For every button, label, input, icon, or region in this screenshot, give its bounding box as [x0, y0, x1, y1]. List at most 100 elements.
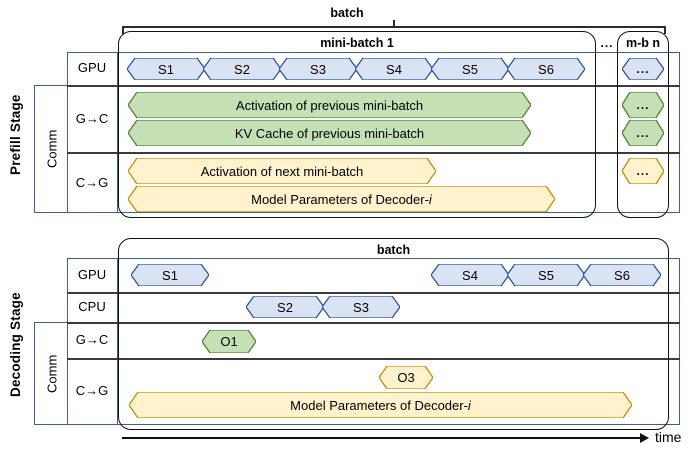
decoding-gpu-stage-s5[interactable]: S5 [507, 264, 585, 286]
prefill-c2g-bar-activation-next-label: Activation of next mini-batch [200, 163, 364, 179]
decoding-comm-label: Comm [44, 354, 60, 393]
prefill-row-divider-2 [67, 152, 680, 154]
decoding-batch-title: batch [376, 243, 411, 257]
decoding-row-label-cpu: CPU [78, 299, 106, 314]
prefill-c2g-bar-activation-next[interactable]: Activation of next mini-batch [128, 158, 436, 184]
decoding-gpu-stage-s6-label: S6 [614, 267, 630, 283]
hexagon-shape [379, 366, 433, 389]
prefill-gpu-stage-s6[interactable]: S6 [507, 58, 585, 80]
decoding-label-column-divider [117, 258, 119, 425]
prefill-mbn-g2c-item-2[interactable]: ... [622, 120, 664, 146]
decoding-c2g-bar-model-params-label: Model Parameters of Decoder-i [290, 397, 471, 413]
chevron-shape [128, 186, 555, 212]
prefill-gpu-stage-s6-label: S6 [538, 61, 554, 77]
prefill-g2c-bar-activation-label: Activation of previous mini-batch [235, 97, 424, 113]
decoding-gpu-stage-s5-label: S5 [538, 267, 554, 283]
prefill-mbn-gpu-item[interactable]: ... [622, 58, 664, 80]
bracket-left-end [122, 26, 124, 34]
prefill-minibatch1-box [118, 31, 596, 218]
decoding-gpu-stage-s1-label: S1 [162, 267, 178, 283]
chevron-shape [129, 392, 632, 418]
chevron-shape [128, 120, 531, 146]
chevron-shape [355, 58, 433, 80]
prefill-mbn-c2g-item-label: ... [636, 164, 650, 178]
decoding-c2g-bar-model-params[interactable]: Model Parameters of Decoder-i [129, 392, 632, 418]
prefill-g2c-bar-kvcache[interactable]: KV Cache of previous mini-batch [128, 120, 531, 146]
decoding-table-frame [67, 258, 680, 425]
decoding-gpu-stage-s4[interactable]: S4 [431, 264, 509, 286]
chevron-shape [127, 58, 205, 80]
decoding-cpu-stage-s2-label: S2 [277, 299, 293, 315]
prefill-gpu-stage-s2-label: S2 [234, 61, 250, 77]
prefill-row-divider-1 [67, 85, 680, 87]
chevron-shape [431, 58, 509, 80]
time-axis-label: time [655, 429, 682, 445]
decoding-cpu-stage-s2[interactable]: S2 [246, 296, 324, 318]
prefill-row-label-c2g: C→G [75, 175, 109, 190]
prefill-mbn-c2g-item[interactable]: ... [622, 158, 664, 184]
prefill-mbn-g2c-item-1-label: ... [636, 98, 650, 112]
batch-bracket-prefill [122, 20, 666, 36]
hexagon-shape [202, 330, 256, 353]
prefill-gpu-stage-s5[interactable]: S5 [431, 58, 509, 80]
prefill-gpu-stage-s4[interactable]: S4 [355, 58, 433, 80]
prefill-mbn-gpu-item-label: ... [636, 62, 650, 76]
prefill-gpu-stage-s4-label: S4 [386, 61, 402, 77]
decoding-row-label-gpu: GPU [77, 267, 107, 282]
prefill-stage-label: Prefill Stage [8, 94, 23, 176]
decoding-c2g-item-o3-label: O3 [397, 370, 415, 385]
prefill-minibatch-ellipsis: ... [600, 36, 614, 50]
prefill-c2g-bar-model-params[interactable]: Model Parameters of Decoder-i [128, 186, 555, 212]
chevron-shape [246, 296, 324, 318]
chevron-shape [203, 58, 281, 80]
time-axis-arrowhead [640, 433, 649, 443]
prefill-row-label-gpu: GPU [77, 60, 107, 75]
decoding-row-label-g2c: G→C [75, 332, 109, 347]
decoding-batch-box [118, 238, 669, 430]
decoding-gpu-stage-s6[interactable]: S6 [583, 264, 661, 286]
prefill-comm-label: Comm [44, 129, 60, 169]
bracket-line [122, 26, 666, 28]
chevron-shape [431, 264, 509, 286]
prefill-gpu-stage-s3[interactable]: S3 [279, 58, 357, 80]
decoding-gpu-stage-s4-label: S4 [462, 267, 478, 283]
prefill-gpu-stage-s3-label: S3 [310, 61, 326, 77]
prefill-label-column-divider [117, 52, 119, 213]
decoding-row-label-c2g: C→G [75, 383, 109, 398]
decoding-cpu-stage-s3[interactable]: S3 [322, 296, 400, 318]
prefill-g2c-bar-activation[interactable]: Activation of previous mini-batch [128, 92, 531, 118]
decoding-gpu-stage-s1[interactable]: S1 [131, 264, 209, 286]
decoding-row-divider-2 [67, 322, 680, 324]
prefill-mbn-g2c-item-2-label: ... [636, 126, 650, 140]
prefill-gpu-stage-s1-label: S1 [158, 61, 174, 77]
decoding-cpu-stage-s3-label: S3 [353, 299, 369, 315]
batch-caption-prefill: batch [330, 6, 364, 20]
bracket-center-tick [393, 20, 395, 26]
chevron-shape [322, 296, 400, 318]
bracket-right-end [664, 26, 666, 34]
decoding-g2c-item-o1[interactable]: O1 [202, 330, 256, 353]
prefill-c2g-bar-model-params-label: Model Parameters of Decoder-i [251, 191, 432, 207]
prefill-minibatch-n-box [617, 31, 669, 218]
decoding-row-divider-1 [67, 292, 680, 294]
decoding-stage-label: Decoding Stage [8, 292, 23, 397]
prefill-mbn-g2c-item-1[interactable]: ... [622, 92, 664, 118]
prefill-table-frame [67, 52, 680, 213]
decoding-row-divider-3 [67, 358, 680, 360]
decoding-c2g-item-o3[interactable]: O3 [379, 366, 433, 389]
chevron-shape [279, 58, 357, 80]
prefill-g2c-bar-kvcache-label: KV Cache of previous mini-batch [234, 125, 425, 141]
prefill-gpu-stage-s5-label: S5 [462, 61, 478, 77]
chevron-shape [128, 92, 531, 118]
prefill-minibatch-n-title: m-b n [625, 36, 661, 50]
chevron-shape [507, 58, 585, 80]
prefill-gpu-stage-s2[interactable]: S2 [203, 58, 281, 80]
chevron-shape [507, 264, 585, 286]
hexagon-shape [622, 158, 664, 184]
chevron-shape [128, 158, 436, 184]
prefill-gpu-stage-s1[interactable]: S1 [127, 58, 205, 80]
chevron-shape [131, 264, 209, 286]
time-axis-line [122, 437, 640, 439]
hexagon-shape [622, 58, 664, 80]
hexagon-shape [622, 92, 664, 118]
